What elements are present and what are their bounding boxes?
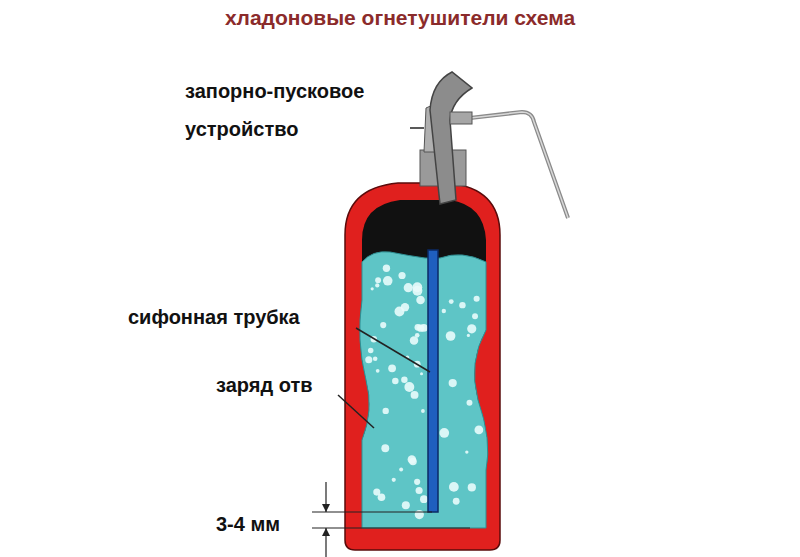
dimension-label: 3-4 мм [216, 505, 280, 543]
bubble [383, 276, 393, 286]
leader-line [356, 328, 430, 372]
bubble [388, 364, 396, 372]
bubble [404, 283, 413, 292]
bubble [459, 302, 465, 308]
bubble [408, 455, 416, 463]
bubble [442, 309, 446, 313]
bubble [368, 348, 374, 354]
bubble [416, 296, 425, 305]
bubble [453, 498, 460, 505]
dimension-arrow [322, 504, 330, 512]
bubble [474, 426, 483, 435]
leader-line [410, 127, 424, 129]
lever [430, 72, 472, 204]
title: хладоновые огнетушители схема [0, 6, 800, 30]
bubble [411, 391, 419, 399]
cutaway [360, 200, 488, 528]
bubble [474, 296, 480, 302]
bubble [414, 479, 420, 485]
bubble [401, 377, 407, 383]
siphon-tube [428, 250, 438, 512]
bubble [472, 313, 478, 319]
bubble [401, 303, 409, 311]
bubble [373, 356, 378, 361]
bubble [383, 265, 390, 272]
bubble [382, 408, 388, 414]
bubble [365, 356, 372, 363]
bubble [446, 331, 456, 341]
bubble [467, 400, 473, 406]
bubble [449, 299, 454, 304]
part-label: сифонная трубка [128, 298, 300, 336]
cylinder-body [345, 183, 500, 550]
bubble [420, 372, 423, 375]
bubble [402, 501, 410, 509]
bubble [392, 378, 399, 385]
bubble [420, 495, 428, 503]
bubble [421, 409, 425, 413]
bubble [380, 322, 386, 328]
outlet [450, 112, 472, 124]
bubble [412, 282, 422, 292]
bubble [398, 272, 405, 279]
bubble [468, 483, 476, 491]
bubble [449, 379, 457, 387]
leader-line [338, 395, 374, 428]
dimension-arrow [322, 528, 330, 536]
bubble [417, 325, 424, 332]
dimension-line [312, 511, 432, 512]
bubbles [365, 265, 483, 520]
bubble [467, 334, 470, 337]
bubble [467, 324, 476, 333]
bubble [415, 510, 424, 519]
bubble [465, 450, 468, 453]
bubble [439, 428, 449, 438]
bubble [375, 277, 381, 283]
bubble [399, 468, 403, 472]
bubble [416, 487, 423, 494]
bubble [415, 333, 420, 338]
bubble [376, 369, 380, 373]
part-label: запорно-пусковое устройство [185, 72, 405, 148]
dimension-line [312, 527, 470, 528]
bubble [449, 482, 459, 492]
bubble [378, 493, 386, 501]
bubble [371, 287, 374, 290]
bubble [375, 283, 379, 287]
part-label: заряд отв [216, 366, 312, 404]
agent-charge [360, 252, 488, 528]
bubble [381, 444, 389, 452]
bubble [404, 382, 414, 392]
bubble [392, 478, 396, 482]
